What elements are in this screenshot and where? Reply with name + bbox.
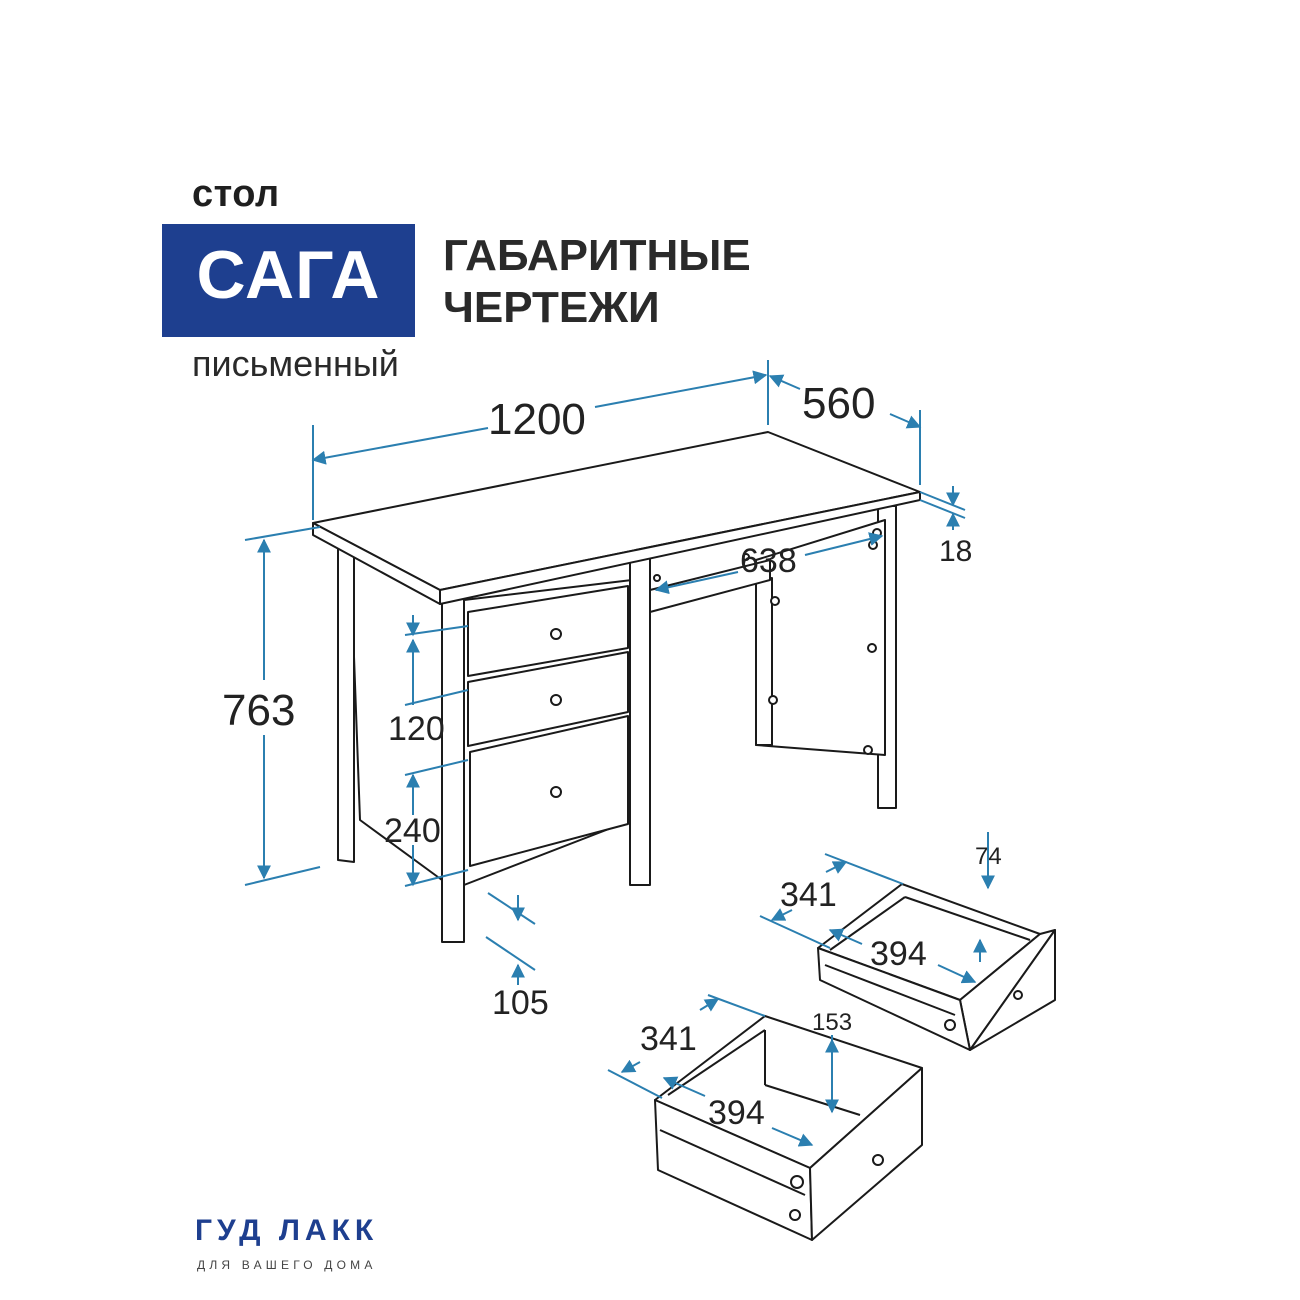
dim-small-drawer-height: 74 [975,843,1002,870]
product-name-box [162,224,415,337]
front-left-far-leg [337,539,355,863]
heading-line-2: ЧЕРТЕЖИ [443,283,660,332]
product-name: САГА [196,237,381,313]
dim-large-drawer-width: 394 [708,1094,765,1132]
desk-outline [312,431,921,943]
dim-small-drawer-width: 394 [870,935,927,973]
dim-height: 763 [222,686,295,735]
dim-large-drawer-depth: 341 [640,1020,697,1058]
product-kicker: стол [192,173,280,215]
tabletop-left-edge [312,522,441,605]
middle-back-leg [755,577,773,746]
drawer-small-drawing [817,883,1056,1051]
drawing-heading: ГАБАРИТНЫЕ ЧЕРТЕЖИ [443,230,751,334]
product-subtitle: письменный [192,343,399,384]
drawer-3 [469,715,629,867]
dim-inner-width: 638 [740,542,797,580]
dim-large-drawer: 240 [384,812,441,850]
brand-tagline: ДЛЯ ВАШЕГО ДОМА [197,1258,377,1272]
drawer-large-drawing [654,1015,923,1241]
middle-front-leg [629,555,651,886]
brand-logo-text: ГУД ЛАКК [195,1214,379,1247]
dim-small-drawer: 120 [388,710,445,748]
dim-width: 1200 [488,395,586,444]
dimension-lines [244,360,995,1147]
dim-depth: 560 [802,379,875,428]
front-left-leg [441,597,465,943]
dim-top-thickness: 18 [939,535,972,568]
drawer-1 [467,585,629,677]
heading-line-1: ГАБАРИТНЫЕ [443,231,751,280]
dim-plinth: 105 [492,984,549,1022]
drawer-2 [467,651,629,747]
dim-large-drawer-height: 153 [812,1009,852,1036]
dim-small-drawer-depth: 341 [780,876,837,914]
